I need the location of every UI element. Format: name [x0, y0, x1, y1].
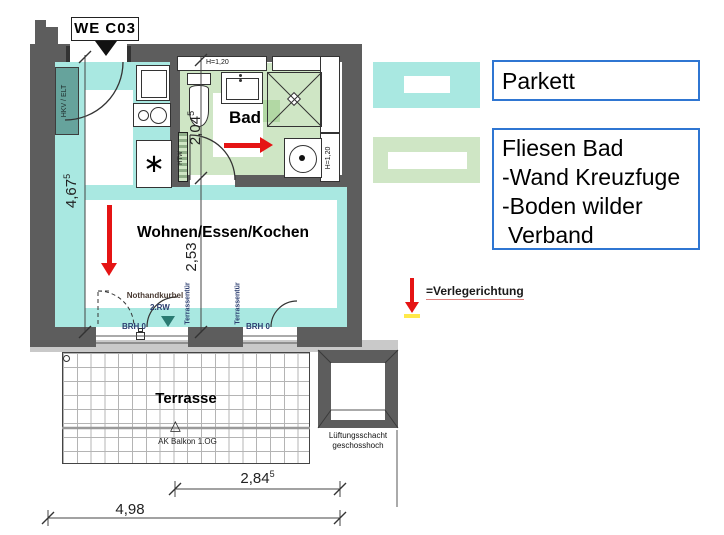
wall-bottom-right [297, 327, 362, 347]
balcony-marker-label: AK Balkon 1.OG [158, 437, 217, 446]
shower-tray [267, 72, 322, 127]
dim-bath-depth-sup: 5 [186, 110, 196, 116]
parkett-floor-band-living-top [55, 185, 347, 200]
drain-circle-icon [63, 355, 70, 362]
dim-bath-depth-value: 2,04 [187, 115, 204, 146]
direction-key-highlight [404, 314, 420, 318]
wall-pillar-step [35, 20, 46, 30]
parapet-left-label: BRH 0 [122, 322, 147, 331]
vent-shaft-interior [331, 363, 385, 420]
parapet-right-label: BRH 0 [246, 322, 271, 331]
kitchen-sink-unit [136, 65, 170, 101]
dim-terrace-width-value: 2,84 [240, 470, 270, 487]
faucet-dot-icon [239, 74, 242, 77]
bath-radiator [178, 132, 188, 182]
legend-swatch-parkett [373, 62, 480, 108]
wall-bottom-left [30, 327, 96, 347]
washing-machine-dot-icon [299, 155, 305, 161]
crank-handle-top-icon [138, 328, 143, 332]
balcony-triangle-icon: △ [170, 417, 181, 433]
bath-window-top-right [272, 56, 322, 71]
legend-fliesen-line-4: Verband [508, 222, 594, 248]
wall-bath-bottom-right [235, 175, 342, 187]
wall-left [30, 44, 55, 347]
dim-room-height-value: 4,67 [63, 178, 80, 209]
kitchen-cooktop [133, 103, 171, 127]
dim-ticks-total [41, 511, 347, 525]
dim-room-height-sup: 5 [62, 173, 72, 179]
legend-fliesen-line-2: -Wand Kreuzfuge [502, 164, 681, 190]
emergency-crank-label: Nothandkurbel [126, 291, 184, 300]
dim-living-depth-value: 2,53 [183, 242, 200, 272]
rw-marker-icon [161, 316, 175, 327]
washing-machine [284, 138, 322, 178]
dim-line-total [47, 510, 341, 526]
crank-handle-icon [136, 332, 145, 340]
vent-shaft-label-1: Lüftungsschacht [328, 431, 388, 440]
unit-label: WE C03 [71, 17, 139, 41]
wall-right-upper [342, 44, 362, 187]
kitchen-freezer-unit: ∗ [136, 140, 172, 188]
window-height-right-label: H=1,20 [325, 146, 332, 170]
washbasin [221, 72, 263, 104]
room-label-living: Wohnen/Essen/Kochen [137, 224, 309, 241]
wall-right-lower [347, 187, 362, 347]
dim-living-depth: 2,53 [182, 225, 200, 289]
window-height-top-label: H=1,20 [206, 59, 229, 66]
unit-marker-icon [95, 41, 117, 56]
living-direction-arrow-shaft [107, 205, 112, 265]
rw-label: 2.RW [150, 303, 170, 312]
entry-door-jamb-left [66, 46, 70, 62]
wall-pillar-topleft [35, 27, 58, 48]
dim-room-height: 4,675 [62, 159, 80, 223]
legend-box-fliesen: Fliesen Bad -Wand Kreuzfuge -Boden wilde… [492, 128, 700, 250]
legend-swatch-fliesen [373, 137, 480, 183]
cooktop-burner-small-icon [138, 110, 149, 121]
vent-shaft-label-2: geschosshoch [332, 441, 384, 450]
bath-direction-arrow-icon [260, 137, 273, 153]
freezer-asterisk-icon: ∗ [143, 148, 165, 178]
parkett-floor-band-living-bottom [55, 308, 347, 327]
toilet-cistern [187, 73, 211, 85]
legend-fliesen-line-1: Fliesen Bad [502, 135, 624, 161]
cooktop-burner-large-icon [150, 107, 167, 124]
bath-direction-arrow-shaft [224, 143, 262, 148]
legend-fliesen-line-3: -Boden wilder [502, 193, 643, 219]
terrace-door-right-label: Terrassentür [234, 282, 242, 325]
dim-total-width: 4,98 [95, 500, 165, 518]
legend-box-parkett: Parkett [492, 60, 700, 101]
dim-bath-depth: 2,045 [186, 96, 204, 160]
washbasin-basin [226, 78, 259, 100]
entry-door-jamb-right [127, 46, 131, 62]
parkett-floor-band-living-right [337, 200, 347, 308]
terrace-tile-grid [62, 352, 310, 464]
dim-total-width-value: 4,98 [115, 501, 145, 518]
dim-terrace-width: 2,845 [215, 469, 300, 487]
direction-key-label: =Verlegerichtung [426, 284, 524, 300]
direction-key-arrow-shaft [410, 278, 414, 304]
living-direction-arrow-icon [101, 263, 117, 276]
hkv-elt-label: HKV / ELT [61, 84, 68, 118]
legend-swatch-fliesen-tile [388, 152, 467, 169]
room-label-terrace: Terrasse [155, 390, 217, 407]
dim-terrace-width-sup: 5 [269, 469, 275, 479]
kitchen-sink-basin [141, 70, 167, 98]
room-label-bath: Bad [228, 108, 262, 127]
direction-key-arrow-icon [405, 302, 419, 313]
wall-kitchen-bath [170, 62, 180, 187]
bath-window-right [320, 56, 340, 133]
legend-swatch-parkett-plank [404, 76, 450, 93]
washing-machine-drum-icon [289, 145, 317, 173]
faucet-dot2-icon [239, 79, 242, 82]
legend-parkett-label: Parkett [502, 68, 575, 94]
